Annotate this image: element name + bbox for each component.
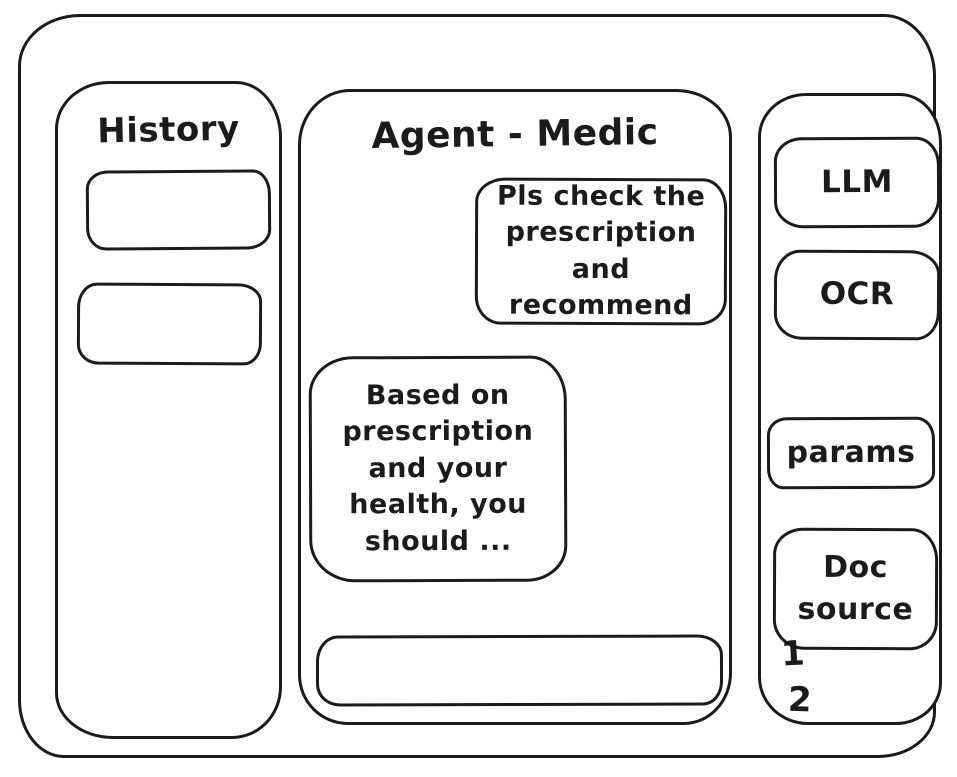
app-window: History Agent - Medic Pls check the pres… (18, 14, 942, 758)
doc-source-item[interactable]: 2 (787, 679, 813, 721)
history-item[interactable] (76, 282, 263, 366)
chat-input[interactable] (315, 634, 724, 707)
history-item[interactable] (85, 169, 272, 251)
doc-source-item[interactable]: 1 (779, 633, 807, 675)
chat-panel: Agent - Medic Pls check the prescription… (298, 89, 732, 725)
history-panel: History (55, 81, 282, 739)
message-bubble-agent: Based on prescription and your health, y… (308, 355, 568, 583)
doc-source-button[interactable]: Doc source (772, 527, 939, 651)
history-title: History (96, 108, 241, 152)
chat-title: Agent - Medic (371, 111, 659, 158)
llm-button[interactable]: LLM (773, 136, 941, 229)
tools-panel: LLM OCR params Doc source 1 2 (758, 93, 942, 725)
message-bubble-user: Pls check the prescription and recommend (474, 177, 728, 326)
ocr-button[interactable]: OCR (773, 249, 941, 341)
params-button[interactable]: params (766, 416, 936, 490)
